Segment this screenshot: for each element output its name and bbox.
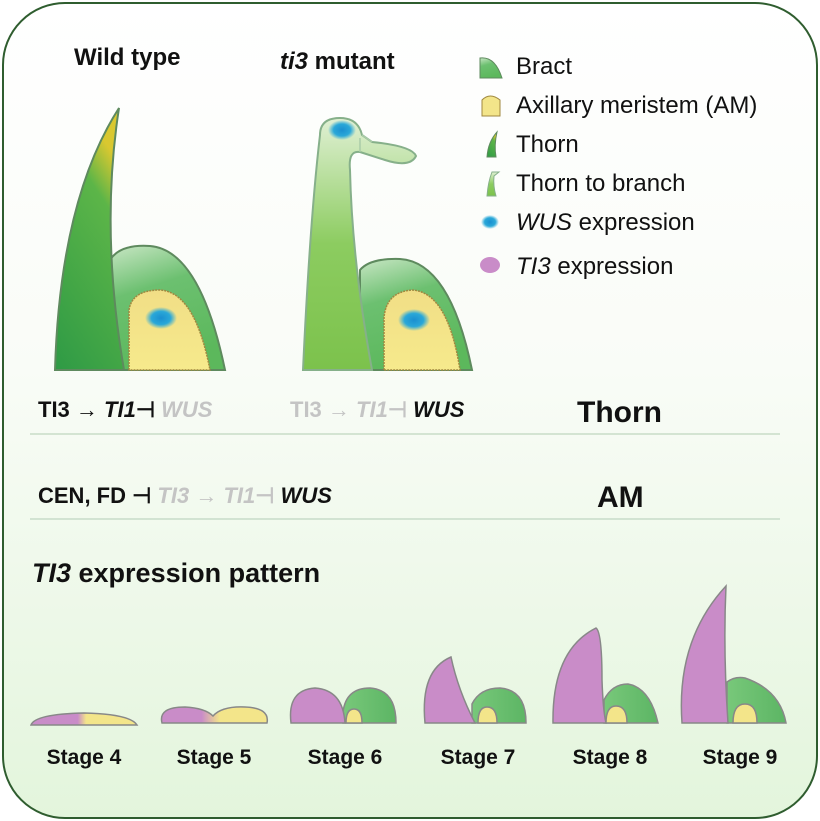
wus-dot-icon xyxy=(481,215,499,229)
ti3-dot-icon xyxy=(480,257,500,273)
am-pathway: CEN, FD ⊣ TI3 → TI1⊣ WUS xyxy=(38,483,332,509)
activation-arrow: → xyxy=(327,397,350,422)
mutant-label: mutant xyxy=(308,48,395,75)
thorn-icon xyxy=(486,130,498,158)
legend-ti3-gene: TI3 xyxy=(516,253,551,280)
legend-thorn: Thorn xyxy=(516,131,579,158)
expression-title-gene: TI3 xyxy=(32,558,72,588)
gene-ti3: TI3 xyxy=(157,483,190,508)
legend-ti3: TI3 expression xyxy=(516,253,673,281)
am-label: AM xyxy=(597,481,644,514)
gene-ti1: TI1 xyxy=(356,397,388,422)
repression-bar: ⊣ xyxy=(255,483,275,508)
legend-wus-gene: WUS xyxy=(516,209,572,236)
stage-7-label: Stage 7 xyxy=(440,746,516,769)
gene-ti3: TI3 xyxy=(38,397,70,422)
gene-ti1: TI1 xyxy=(104,397,136,422)
legend-thorn-to-branch: Thorn to branch xyxy=(516,170,686,197)
expression-title-text: expression pattern xyxy=(71,558,321,588)
activation-arrow: → xyxy=(195,483,218,508)
genes-cen-fd: CEN, FD xyxy=(38,483,126,508)
activation-arrow: → xyxy=(75,397,98,422)
repression-bar: ⊣ xyxy=(132,483,152,508)
stage-9-label: Stage 9 xyxy=(702,746,778,769)
legend-wus: WUS expression xyxy=(516,209,695,237)
repression-bar: ⊣ xyxy=(387,397,408,422)
ti3-mutant-illustration xyxy=(301,116,474,371)
stage-8-label: Stage 8 xyxy=(572,746,648,769)
gene-ti1: TI1 xyxy=(223,483,256,508)
thorn-to-branch-icon xyxy=(486,171,501,197)
legend-bract: Bract xyxy=(516,53,573,80)
thorn-label: Thorn xyxy=(577,396,662,429)
am-icon xyxy=(481,95,501,117)
stage-4-label: Stage 4 xyxy=(46,746,122,769)
mutant-header: ti3 mutant xyxy=(280,48,395,76)
stage-5-label: Stage 5 xyxy=(176,746,252,769)
gene-wus: WUS xyxy=(161,397,213,422)
stage-8-shape xyxy=(552,627,659,724)
wild-type-pathway: TI3 → TI1⊣ WUS xyxy=(38,397,212,423)
wild-type-illustration xyxy=(53,107,227,371)
legend-icons xyxy=(479,57,503,273)
mutant-gene: ti3 xyxy=(280,48,309,75)
stage-6-label: Stage 6 xyxy=(307,746,383,769)
gene-wus: WUS xyxy=(280,483,332,508)
expression-title: TI3 expression pattern xyxy=(32,558,320,589)
stage-4-shape xyxy=(29,712,139,726)
mutant-pathway: TI3 → TI1⊣ WUS xyxy=(290,397,464,423)
gene-wus: WUS xyxy=(413,397,465,422)
legend-wus-text: expression xyxy=(572,209,695,236)
bract-icon xyxy=(479,57,503,79)
legend-ti3-text: expression xyxy=(550,253,674,280)
legend-am: Axillary meristem (AM) xyxy=(516,92,758,119)
stage-6-shape xyxy=(289,687,397,724)
stage-illustrations xyxy=(29,583,787,726)
stage-5-shape xyxy=(160,706,269,724)
repression-bar: ⊣ xyxy=(135,397,156,422)
stage-7-shape xyxy=(423,655,527,724)
gene-ti3: TI3 xyxy=(290,397,322,422)
stage-9-shape xyxy=(680,583,787,724)
wild-type-header: Wild type xyxy=(74,44,181,71)
